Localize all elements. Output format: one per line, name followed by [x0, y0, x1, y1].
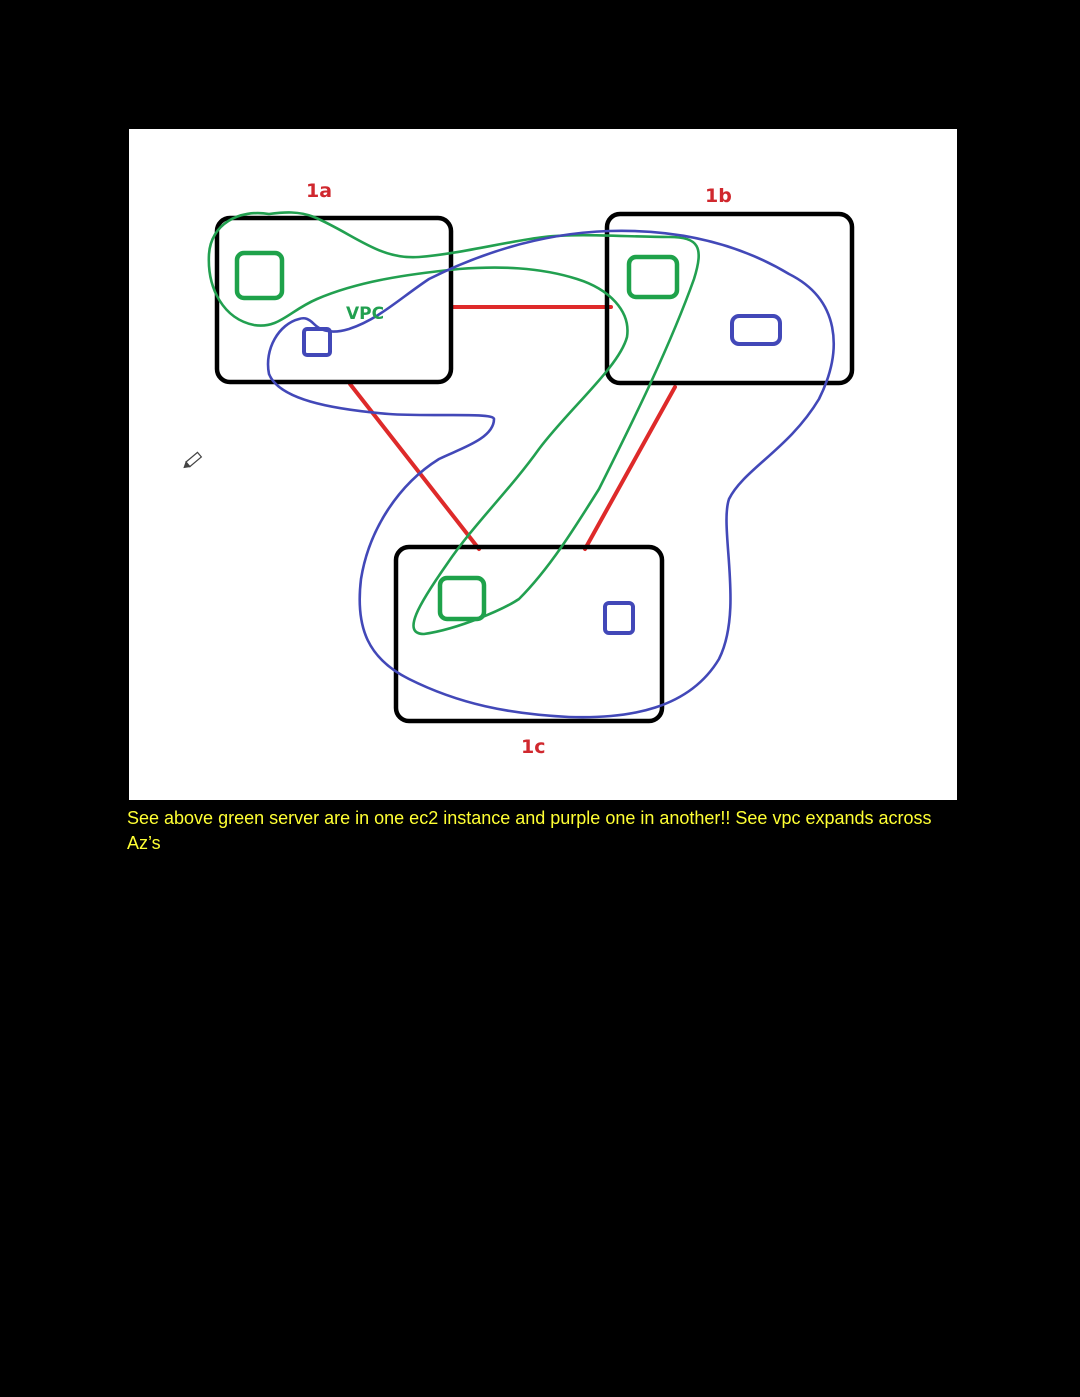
caption-text: See above green server are in one ec2 in…: [127, 808, 932, 853]
zone-box-1c: [393, 544, 665, 724]
vpc-outline-green: [207, 211, 700, 636]
zone-label-1c: 1c: [521, 736, 545, 758]
zone-label-1a: 1a: [306, 180, 332, 202]
green-server-1a: [234, 250, 285, 301]
pencil-cursor-icon: [183, 451, 203, 469]
zone-box-1a: [214, 215, 454, 385]
zone-box-1b: [604, 211, 855, 386]
vpc-label: VPC: [346, 304, 384, 324]
green-servers: [234, 250, 680, 622]
link-1b-1c: [583, 385, 677, 551]
purple-server-1a: [302, 327, 332, 357]
purple-servers: [302, 314, 782, 635]
diagram-canvas: 1a 1b 1c VPC: [129, 129, 957, 800]
zone-label-1b: 1b: [705, 185, 732, 207]
zone-links: [348, 305, 677, 551]
purple-server-1c: [603, 601, 635, 635]
purple-server-1b: [730, 314, 782, 346]
diagram-svg: 1a 1b 1c VPC: [183, 180, 855, 758]
green-server-1c: [437, 575, 487, 622]
link-1a-1c: [348, 382, 481, 551]
green-server-1b: [626, 254, 680, 300]
purple-outline: [266, 229, 835, 719]
